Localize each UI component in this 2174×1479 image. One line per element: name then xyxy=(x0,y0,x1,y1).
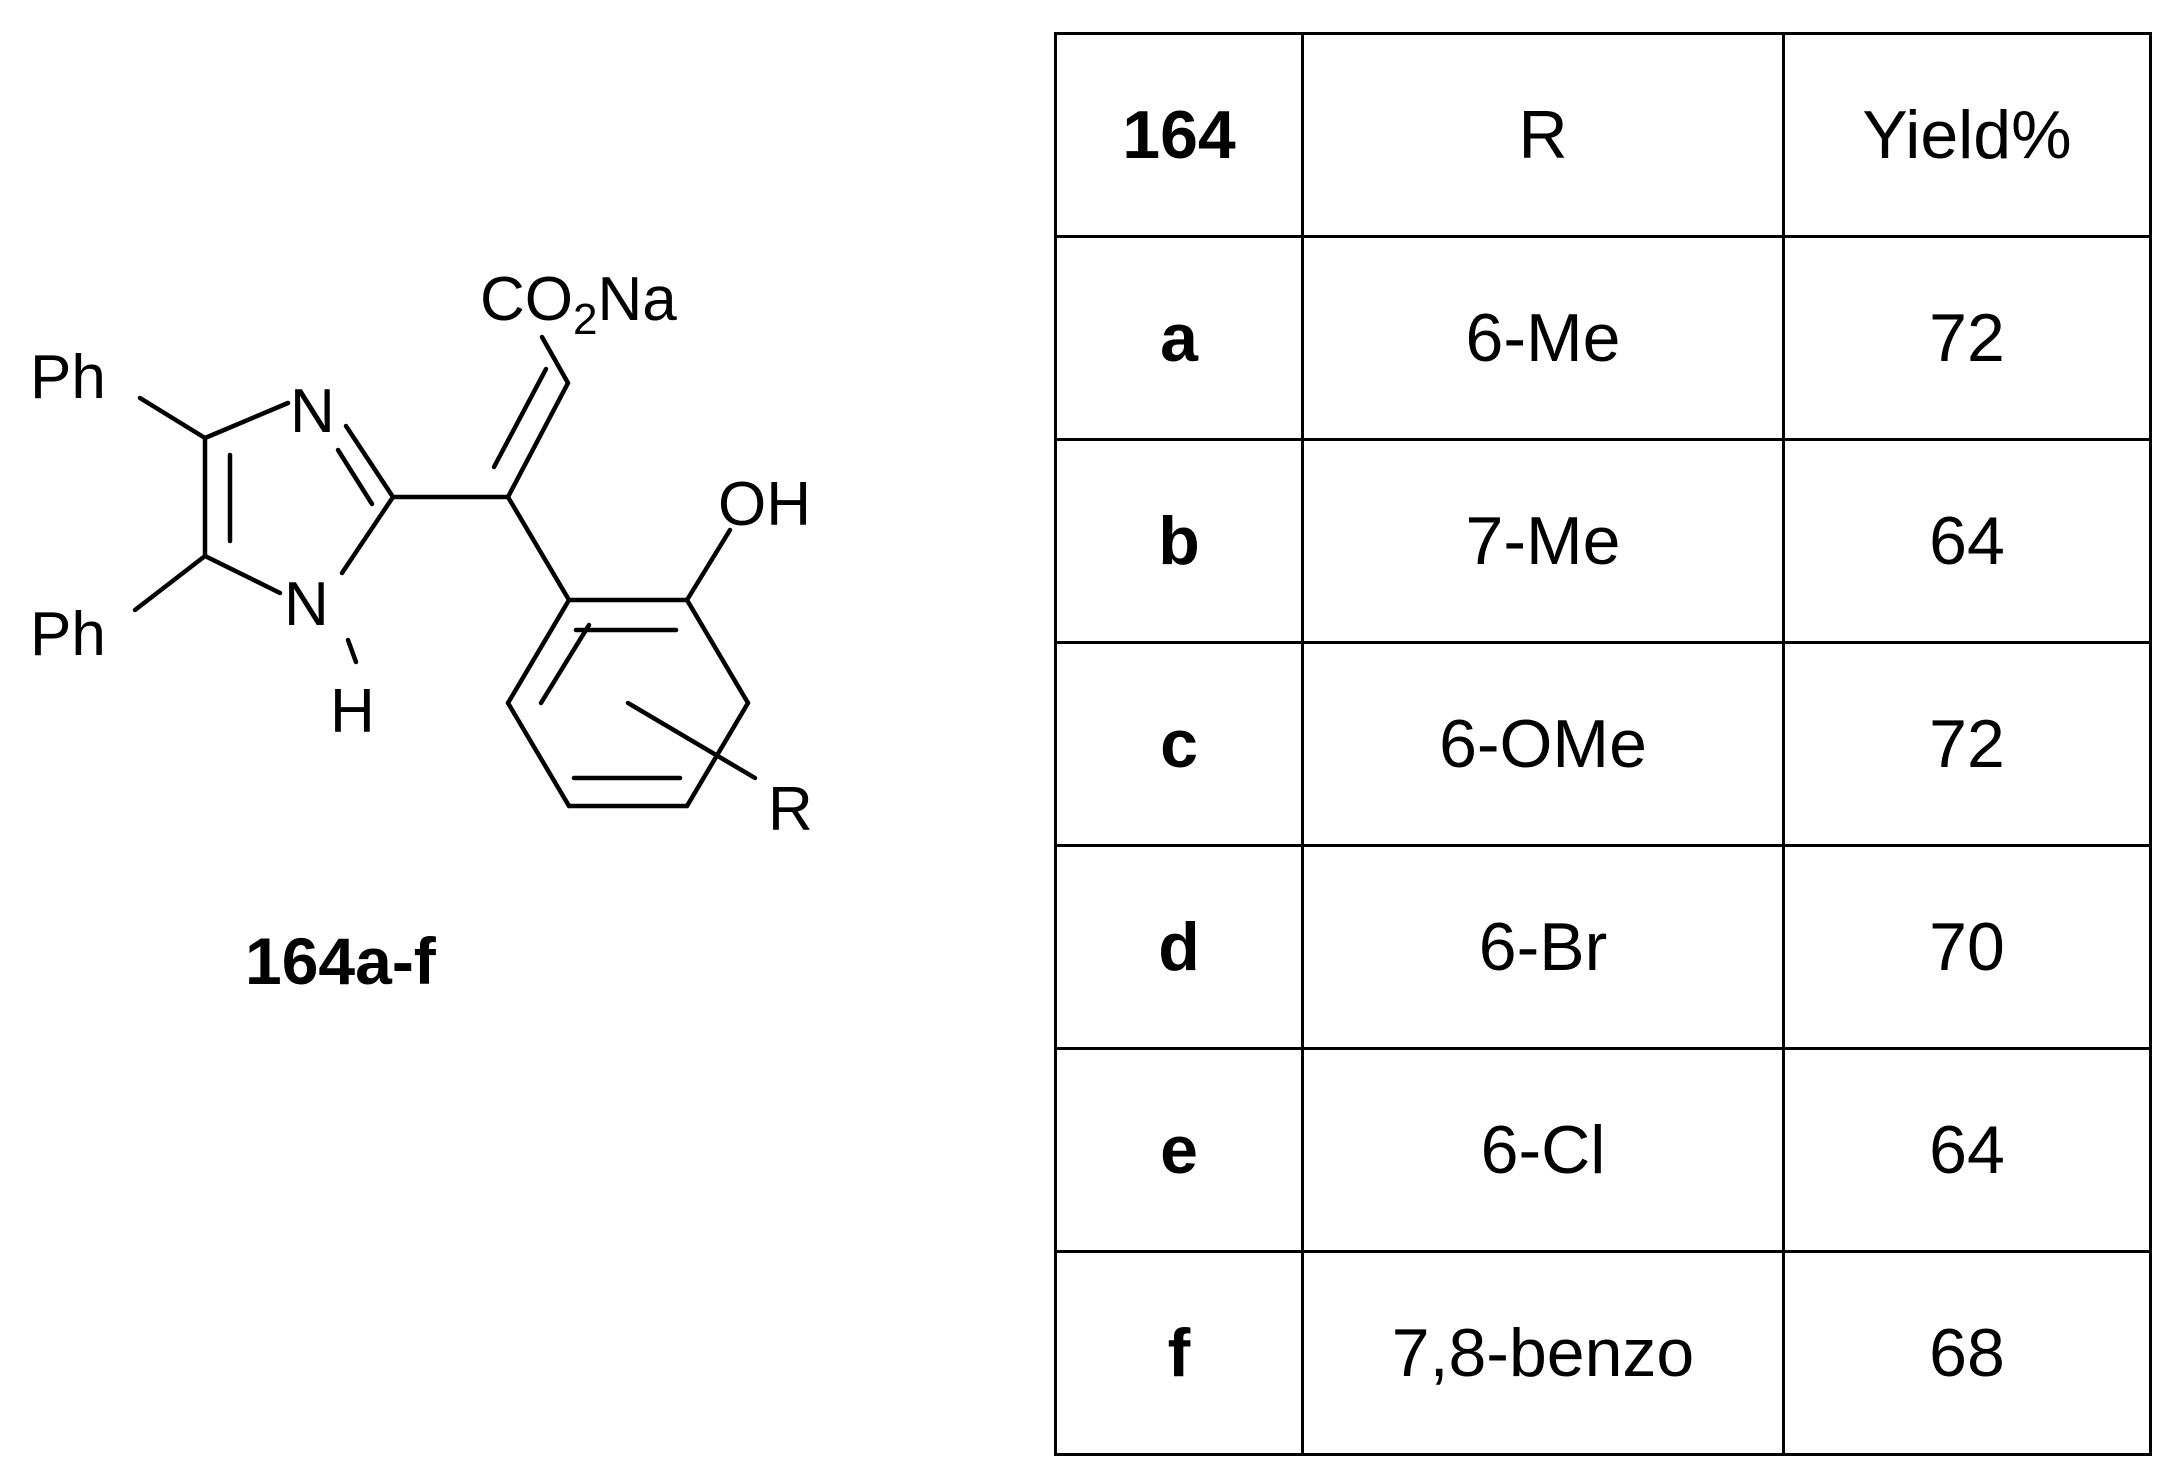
bond xyxy=(505,700,572,809)
bond xyxy=(202,553,283,596)
cell-r: 6-Cl xyxy=(1301,1047,1785,1253)
bond xyxy=(505,380,571,500)
bond xyxy=(343,423,396,500)
bond xyxy=(345,637,359,665)
bond xyxy=(137,395,208,441)
cell-compound: d xyxy=(1054,844,1304,1050)
imine-nitrogen-label: N xyxy=(290,377,335,446)
bond xyxy=(538,622,592,706)
cell-compound: e xyxy=(1054,1047,1304,1253)
table-row: f 7,8-benzo 68 xyxy=(1054,1250,2152,1456)
cell-yield: 64 xyxy=(1782,1047,2152,1253)
amine-hydrogen-label: H xyxy=(330,677,375,746)
bond xyxy=(505,597,572,706)
cell-r: 6-Br xyxy=(1301,844,1785,1050)
table-row: a 6-Me 72 xyxy=(1054,235,2152,441)
cell-r: 6-OMe xyxy=(1301,641,1785,847)
bond xyxy=(335,447,375,507)
cell-r: 7-Me xyxy=(1301,438,1785,644)
table-row: b 7-Me 64 xyxy=(1054,438,2152,644)
chemical-structure: Ph Ph N N H CO2Na OH R 164a-f xyxy=(30,265,813,998)
cell-yield: 64 xyxy=(1782,438,2152,644)
hydroxyl-label: OH xyxy=(718,470,811,539)
amine-nitrogen-label: N xyxy=(284,570,329,639)
bond xyxy=(505,494,572,603)
bond xyxy=(684,527,733,603)
bond xyxy=(539,334,571,386)
cell-compound: a xyxy=(1054,235,1304,441)
cell-compound: f xyxy=(1054,1250,1304,1456)
cell-yield: 72 xyxy=(1782,641,2152,847)
header-r: R xyxy=(1301,32,1785,238)
bond xyxy=(625,700,758,781)
table-header-row: 164 R Yield% xyxy=(1054,32,2152,238)
table-row: e 6-Cl 64 xyxy=(1054,1047,2152,1253)
bond xyxy=(491,366,549,470)
cell-compound: b xyxy=(1054,438,1304,644)
phenyl-label-bottom: Ph xyxy=(30,600,106,669)
cell-compound: c xyxy=(1054,641,1304,847)
bond xyxy=(132,553,208,613)
table-row: d 6-Br 70 xyxy=(1054,844,2152,1050)
cell-yield: 70 xyxy=(1782,844,2152,1050)
compound-label: 164a-f xyxy=(245,924,437,998)
cell-yield: 72 xyxy=(1782,235,2152,441)
bond xyxy=(202,400,291,441)
cell-r: 7,8-benzo xyxy=(1301,1250,1785,1456)
table-row: c 6-OMe 72 xyxy=(1054,641,2152,847)
carboxylate-label: CO2Na xyxy=(480,265,677,344)
bond xyxy=(684,597,751,706)
yield-table: 164 R Yield% a 6-Me 72 b 7-Me 64 c 6-OMe… xyxy=(1054,32,2152,1456)
phenyl-label-top: Ph xyxy=(30,343,106,412)
bond xyxy=(339,494,396,576)
header-yield: Yield% xyxy=(1782,32,2152,238)
header-compound: 164 xyxy=(1054,32,1304,238)
cell-yield: 68 xyxy=(1782,1250,2152,1456)
cell-r: 6-Me xyxy=(1301,235,1785,441)
r-group-label: R xyxy=(768,775,813,844)
